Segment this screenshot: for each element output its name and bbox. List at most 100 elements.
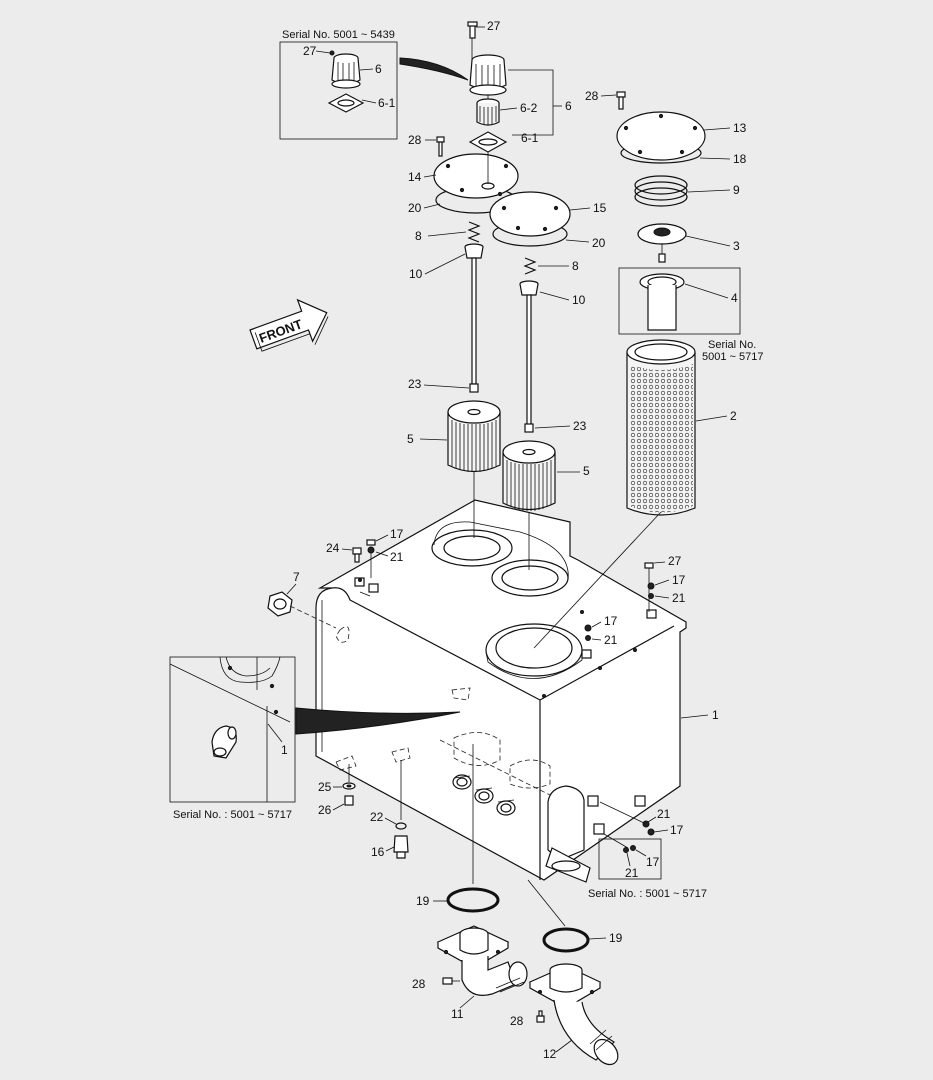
spring-8-a (467, 221, 481, 243)
bolt-28-d (536, 1010, 545, 1023)
label-10-a: 10 (409, 267, 423, 281)
tank-ports (452, 774, 516, 816)
label-8-a: 8 (415, 229, 422, 243)
label-25: 25 (318, 780, 332, 794)
label-17-e: 17 (646, 855, 660, 869)
spring-ring-9 (634, 175, 688, 207)
filter-element-5-b (502, 440, 556, 511)
label-28-c: 28 (412, 977, 426, 991)
rod-10-a (464, 243, 484, 385)
label-2: 2 (730, 409, 737, 423)
label-23-a: 23 (408, 377, 422, 391)
plug-7 (267, 591, 337, 629)
label-17-d: 17 (670, 823, 684, 837)
detail-arrow-left (295, 707, 461, 735)
spring-8-b (523, 257, 537, 275)
label-6-1-detail: 6-1 (378, 96, 396, 110)
label-11: 11 (451, 1007, 464, 1021)
label-21-b: 21 (672, 591, 686, 605)
serial-label-right: Serial No. : 5001 ~ 5717 (588, 888, 707, 900)
serial-label-5439: Serial No. 5001 ~ 5439 (282, 29, 395, 41)
filter-element-5-a (447, 400, 501, 473)
plug-22-16 (393, 760, 409, 859)
label-10-b: 10 (572, 293, 586, 307)
label-28-b: 28 (585, 89, 599, 103)
label-4: 4 (731, 291, 738, 305)
serial-label-5717-a2: 5001 ~ 5717 (702, 351, 763, 363)
detail-box-part-4 (618, 267, 741, 335)
label-13: 13 (733, 121, 747, 135)
bolt-17-c (584, 624, 592, 632)
label-6-detail: 6 (375, 62, 382, 76)
label-19-b: 19 (609, 931, 623, 945)
label-17-b: 17 (672, 573, 686, 587)
return-filter-2 (626, 339, 696, 516)
elbow-fitting-11 (436, 925, 528, 996)
label-1-detail: 1 (281, 743, 288, 757)
label-21-e: 21 (625, 866, 639, 880)
cover-15 (489, 191, 571, 247)
label-26: 26 (318, 803, 332, 817)
detail-box-right-lower (598, 838, 662, 880)
label-24: 24 (326, 541, 340, 555)
label-18: 18 (733, 152, 747, 166)
elbow-fitting-12 (528, 963, 619, 1066)
bolt-27-right (644, 562, 655, 612)
label-21-c: 21 (604, 633, 618, 647)
rod-10-b (519, 280, 539, 426)
label-1-tank: 1 (712, 708, 719, 722)
o-ring-19-a (446, 887, 500, 913)
label-17-c: 17 (604, 614, 618, 628)
bolt-24 (352, 547, 362, 563)
label-28-a: 28 (408, 133, 422, 147)
label-6-top: 6 (565, 99, 572, 113)
label-21-a: 21 (390, 550, 404, 564)
front-direction-arrow: FRONT (249, 298, 329, 352)
label-28-d: 28 (510, 1014, 524, 1028)
guide-line-e (527, 879, 566, 927)
nut-23-a (469, 383, 479, 393)
filler-cap-assembly (467, 21, 508, 153)
bolt-28-b (616, 91, 626, 110)
label-8-b: 8 (572, 259, 579, 273)
label-5-b: 5 (583, 464, 590, 478)
label-16: 16 (371, 845, 385, 859)
label-15: 15 (593, 201, 607, 215)
label-21-d: 21 (657, 807, 671, 821)
label-17-a: 17 (390, 527, 404, 541)
guide-line-c (533, 511, 662, 649)
label-3: 3 (733, 239, 740, 253)
label-20-a: 20 (408, 201, 422, 215)
label-6-2: 6-2 (520, 101, 538, 115)
label-27-detail: 27 (303, 44, 317, 58)
label-9: 9 (733, 183, 740, 197)
detail-box-left (169, 656, 296, 803)
label-6-1-top: 6-1 (521, 131, 539, 145)
label-19-a: 19 (416, 894, 430, 908)
label-22: 22 (370, 810, 384, 824)
serial-label-5717-a1: Serial No. (708, 339, 756, 351)
hydraulic-tank-body (315, 499, 687, 883)
bolt-28-c (442, 977, 460, 985)
filler-cap-small (327, 50, 365, 113)
bolt-17-a (366, 539, 376, 578)
label-23-b: 23 (573, 419, 587, 433)
bolt-28-a (436, 136, 445, 157)
cover-13 (616, 111, 706, 164)
valve-3 (637, 223, 687, 263)
serial-label-left: Serial No. : 5001 ~ 5717 (173, 809, 292, 821)
label-5-a: 5 (407, 432, 414, 446)
drain-25-26 (342, 764, 356, 806)
tank-top-bolts (354, 577, 657, 698)
label-20-b: 20 (592, 236, 606, 250)
strainer-4 (639, 273, 685, 331)
o-ring-19-b (542, 927, 590, 953)
detail-box-serial-5439: Serial No. 5001 ~ 5439 27 6 6-1 (279, 29, 398, 140)
label-27-right: 27 (668, 554, 682, 568)
detail-arrow-top (399, 57, 469, 81)
label-12: 12 (543, 1047, 557, 1061)
label-27-top: 27 (487, 19, 501, 33)
label-7: 7 (293, 570, 300, 584)
nut-23-b (524, 423, 534, 433)
